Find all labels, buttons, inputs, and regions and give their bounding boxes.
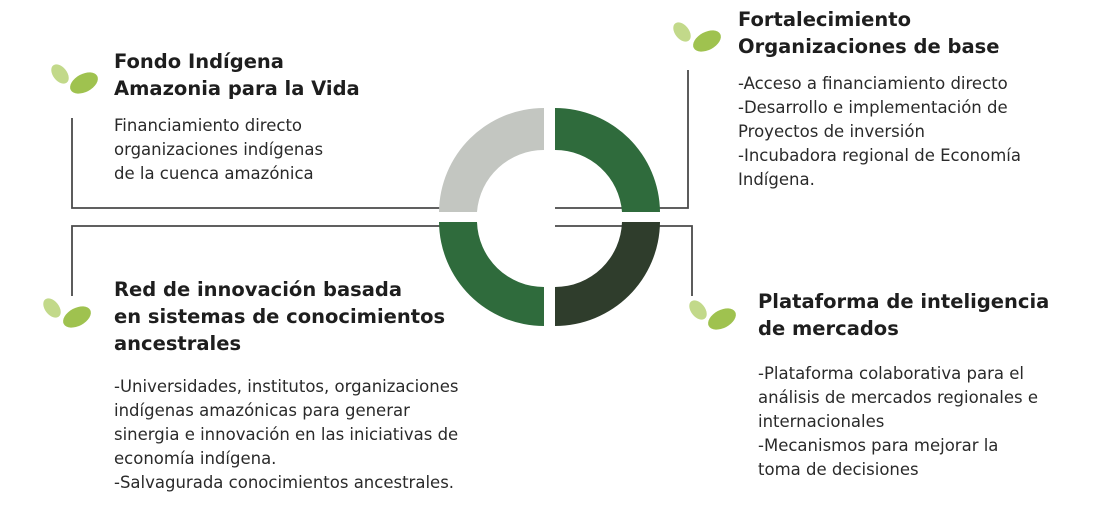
ring-segment-bottom-right	[555, 222, 660, 326]
ring-segment-top-right	[555, 108, 660, 212]
quadrant-top-left: Fondo Indígena Amazonia para la Vida Fin…	[114, 48, 360, 186]
ring-segment-top-left	[439, 108, 544, 212]
title-line: de mercados	[758, 317, 899, 340]
title-line: Fortalecimiento	[738, 8, 912, 31]
body-line: -Plataforma colaborativa para el	[758, 364, 1024, 383]
quadrant-bottom-right: Plataforma de inteligencia de mercados -…	[758, 288, 1049, 482]
quadrant-title: Fortalecimiento Organizaciones de base	[738, 6, 1021, 60]
body-line: indígenas amazónicas para generar	[114, 401, 410, 420]
body-line: -Incubadora regional de Economía	[738, 146, 1022, 165]
title-line: Plataforma de inteligencia	[758, 290, 1050, 313]
body-line: Financiamiento directo	[114, 116, 303, 135]
quadrant-title: Plataforma de inteligencia de mercados	[758, 288, 1049, 342]
connector-top-left	[71, 118, 445, 209]
body-line: -Acceso a financiamiento directo	[738, 74, 1008, 93]
body-line: -Mecanismos para mejorar la	[758, 436, 999, 455]
body-line: toma de decisiones	[758, 460, 919, 479]
body-line: -Universidades, institutos, organizacion…	[114, 377, 459, 396]
connector-bottom-right	[555, 225, 693, 296]
connector-top-right	[555, 70, 689, 209]
body-line: -Salvagurada conocimientos ancestrales.	[114, 473, 455, 492]
quadrant-body: -Universidades, institutos, organizacion…	[114, 375, 458, 495]
body-line: organizaciones indígenas	[114, 140, 324, 159]
body-line: sinergia e innovación en las iniciativas…	[114, 425, 459, 444]
quadrant-title: Fondo Indígena Amazonia para la Vida	[114, 48, 360, 102]
body-line: -Desarrollo e implementación de	[738, 98, 1008, 117]
body-line: economía indígena.	[114, 449, 277, 468]
quadrant-top-right: Fortalecimiento Organizaciones de base -…	[738, 6, 1021, 192]
title-line: en sistemas de conocimientos	[114, 305, 446, 328]
ring	[439, 108, 660, 326]
connector-lines	[71, 70, 693, 296]
quadrant-title: Red de innovación basada en sistemas de …	[114, 276, 458, 357]
connector-bottom-left	[71, 225, 445, 296]
ring-segment-bottom-left	[439, 222, 544, 326]
body-line: Indígena.	[738, 170, 815, 189]
quadrant-body: -Acceso a financiamiento directo -Desarr…	[738, 72, 1021, 192]
title-line: Fondo Indígena	[114, 50, 284, 73]
leaf-pair-icon	[51, 64, 98, 94]
body-line: de la cuenca amazónica	[114, 164, 314, 183]
leaf-pair-icon	[673, 22, 721, 52]
quadrant-bottom-left: Red de innovación basada en sistemas de …	[114, 276, 458, 495]
body-line: análisis de mercados regionales e	[758, 388, 1039, 407]
leaf-pair-icon	[689, 300, 736, 330]
body-line: Proyectos de inversión	[738, 122, 925, 141]
body-line: internacionales	[758, 412, 885, 431]
title-line: Amazonia para la Vida	[114, 77, 360, 100]
quadrant-body: Financiamiento directo organizaciones in…	[114, 114, 360, 186]
title-line: ancestrales	[114, 332, 242, 355]
title-line: Red de innovación basada	[114, 278, 402, 301]
title-line: Organizaciones de base	[738, 35, 1000, 58]
quadrant-body: -Plataforma colaborativa para el análisi…	[758, 362, 1049, 482]
leaf-pair-icon	[43, 298, 91, 328]
